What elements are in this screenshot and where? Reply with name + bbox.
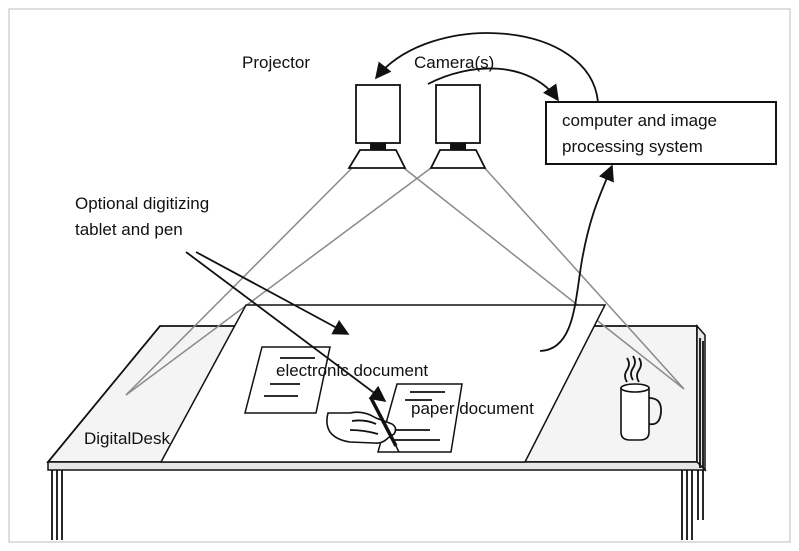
arrow-computer-to-projector [374, 32, 599, 103]
camera-icon [429, 84, 487, 169]
projector-label: Projector [242, 53, 310, 72]
paper-document-label: paper document [411, 399, 534, 418]
arrow-desk-to-computer [539, 164, 614, 352]
computer-label-line2: processing system [562, 137, 703, 156]
projector-rays [125, 164, 685, 396]
tablet-label-line1: Optional digitizing [75, 194, 209, 213]
computer-system-box [545, 101, 777, 165]
computer-label-line1: computer and image [562, 111, 717, 130]
desk-legs [51, 338, 704, 540]
projector-icon [347, 84, 407, 169]
electronic-document-sheet [244, 346, 331, 414]
electronic-document-label: electronic document [276, 361, 428, 380]
hand-with-pen-icon [326, 397, 400, 453]
paper-document-sheet [377, 383, 463, 453]
tablet-label-line2: tablet and pen [75, 220, 183, 239]
arrow-label-to-tablet [195, 251, 350, 335]
cameras-label: Camera(s) [414, 53, 494, 72]
digitaldesk-label: DigitalDesk [84, 429, 170, 448]
desk-front-edge [47, 461, 707, 471]
arrow-label-to-pen [185, 251, 387, 402]
arrow-camera-to-computer [427, 67, 559, 102]
camera-rays [125, 164, 685, 396]
coffee-mug-icon [620, 355, 662, 441]
digitizing-tablet-area [159, 304, 607, 463]
